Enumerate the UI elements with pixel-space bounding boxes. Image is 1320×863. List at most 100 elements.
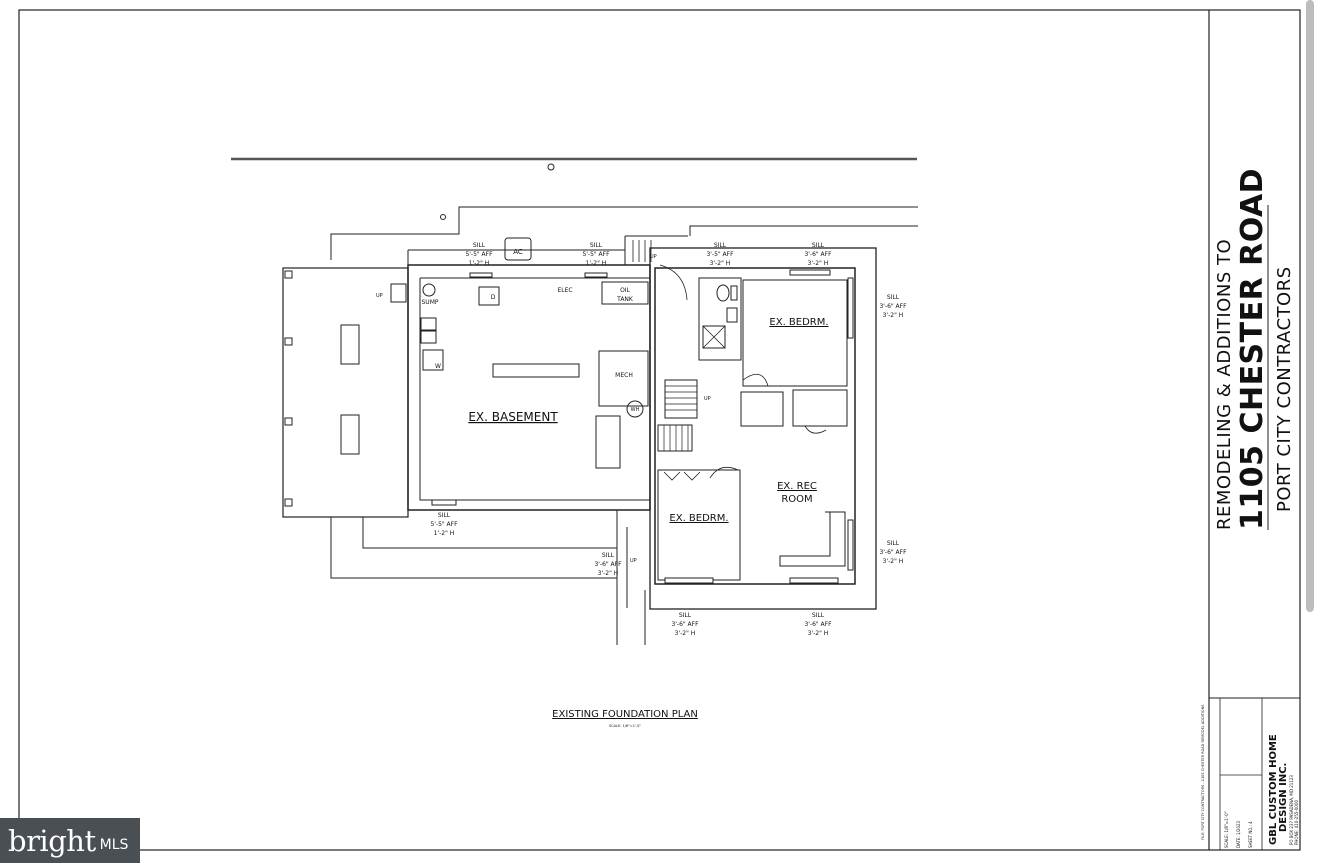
designer-name-1: GBL CUSTOM HOME xyxy=(1268,734,1279,845)
porch-pier xyxy=(340,324,360,365)
utility-box-2 xyxy=(420,330,437,344)
rec-room-label-1: EX. REC xyxy=(777,481,817,492)
sump-label: SUMP xyxy=(422,299,439,306)
oil-label-2: TANK xyxy=(616,296,634,303)
svg-text:3'-6" AFF: 3'-6" AFF xyxy=(804,621,832,628)
svg-text:3'-2" H: 3'-2" H xyxy=(808,630,829,637)
lower-bedroom xyxy=(657,469,741,581)
sump-pit xyxy=(422,283,436,297)
upper-bedroom xyxy=(742,279,848,387)
bedroom-window xyxy=(789,269,831,276)
bath-door-swing xyxy=(659,264,688,301)
svg-text:3'-5" AFF: 3'-5" AFF xyxy=(706,251,734,258)
svg-text:SILL: SILL xyxy=(812,242,825,249)
vertical-scrollbar[interactable] xyxy=(1306,0,1314,612)
svg-text:3'-2" H: 3'-2" H xyxy=(883,312,904,319)
designer-address: PO BOX 237 PASADENA, MD 21123 xyxy=(1289,775,1294,845)
svg-text:5'-5" AFF: 5'-5" AFF xyxy=(465,251,493,258)
sill-note-5: SILL 3'-6" AFF 3'-2" H xyxy=(879,294,907,319)
svg-text:3'-6" AFF: 3'-6" AFF xyxy=(879,549,907,556)
toilet xyxy=(716,284,730,302)
sheet-border xyxy=(18,9,1301,851)
svg-text:3'-2" H: 3'-2" H xyxy=(883,558,904,565)
svg-text:3'-6" AFF: 3'-6" AFF xyxy=(594,561,622,568)
shower-x xyxy=(702,325,726,349)
porch-post xyxy=(284,417,293,426)
porch-post xyxy=(284,337,293,346)
lower-pad-2 xyxy=(362,517,617,549)
entry-stair-treads xyxy=(632,240,652,262)
rec-window xyxy=(789,577,839,584)
sill-note-10: SILL 3'-6" AFF 3'-2" H xyxy=(804,612,832,637)
svg-text:SILL: SILL xyxy=(438,512,451,519)
left-entry-stair xyxy=(390,283,407,303)
svg-text:SILL: SILL xyxy=(590,242,603,249)
oil-label-1: OIL xyxy=(620,287,630,294)
sheet-date: DATE: 1/2023 xyxy=(1236,820,1241,848)
sill-note-1: SILL 5'-5" AFF 1'-2" H xyxy=(465,242,493,267)
ac-label: AC xyxy=(513,248,523,256)
left-up-label: UP xyxy=(376,293,383,299)
porch-post xyxy=(284,498,293,507)
rec-room-label-2: ROOM xyxy=(781,494,812,505)
project-title-line3: PORT CITY CONTRACTORS xyxy=(1274,266,1295,512)
sill-note-7: SILL 3'-6" AFF 3'-2" H xyxy=(594,552,622,577)
basement-window xyxy=(584,272,608,278)
sill-note-2: SILL 5'-5" AFF 1'-2" H xyxy=(582,242,610,267)
svg-text:1'-2" H: 1'-2" H xyxy=(586,260,607,267)
mech-label: MECH xyxy=(615,372,633,379)
porch-post xyxy=(284,270,293,279)
svg-text:1'-2" H: 1'-2" H xyxy=(469,260,490,267)
mech-room xyxy=(598,350,649,407)
watermark-brand: bright xyxy=(8,823,96,858)
interior-stair-treads xyxy=(665,385,697,411)
designer-phone: PHONE: 410-255-0000 xyxy=(1294,800,1299,845)
basement-bench xyxy=(492,363,580,378)
closet-door-swing xyxy=(804,425,827,434)
addition-outer-wall xyxy=(649,247,877,610)
svg-text:SILL: SILL xyxy=(602,552,615,559)
designer-name-2: DESIGN INC. xyxy=(1278,763,1289,832)
svg-text:3'-2" H: 3'-2" H xyxy=(808,260,829,267)
drawing-scale: SCALE: 1/8"=1'-0" xyxy=(609,724,641,728)
sill-note-6: SILL 5'-5" AFF 1'-2" H xyxy=(430,512,458,537)
washer xyxy=(422,349,444,371)
bedroom-door-swing xyxy=(742,373,769,387)
basement-room-label: EX. BASEMENT xyxy=(468,410,558,424)
lower-bedroom-window xyxy=(664,577,714,584)
upper-bedroom-label: EX. BEDRM. xyxy=(769,317,828,328)
survey-marker xyxy=(547,163,555,171)
dryer xyxy=(478,286,500,306)
basement-window xyxy=(431,499,457,506)
basement-unit xyxy=(595,415,621,469)
sill-note-8: SILL 3'-6" AFF 3'-2" H xyxy=(879,540,907,565)
sheet-number: SHEET NO.: 4 xyxy=(1248,821,1253,848)
svg-text:SILL: SILL xyxy=(714,242,727,249)
elec-label: ELEC xyxy=(557,287,572,294)
svg-text:5'-5" AFF: 5'-5" AFF xyxy=(582,251,610,258)
drawing-title: EXISTING FOUNDATION PLAN xyxy=(552,709,698,720)
driveway-edge-2 xyxy=(689,225,918,236)
svg-text:SILL: SILL xyxy=(679,612,692,619)
svg-text:SILL: SILL xyxy=(473,242,486,249)
dryer-label: D xyxy=(491,294,496,301)
water-heater xyxy=(626,400,644,418)
sheet-scale: SCALE: 1/8"=1'-0" xyxy=(1224,811,1229,848)
svg-text:3'-2" H: 3'-2" H xyxy=(675,630,696,637)
svg-text:1'-2" H: 1'-2" H xyxy=(434,530,455,537)
sill-note-3: SILL 3'-5" AFF 3'-2" H xyxy=(706,242,734,267)
driveway-edge xyxy=(330,206,918,260)
interior-stair-treads-2 xyxy=(663,425,689,451)
sink xyxy=(726,307,738,323)
file-note: FILE: PORT CITY CONTRACTORS - 1105 CHEST… xyxy=(1201,704,1205,840)
addition-inner-wall xyxy=(654,267,856,585)
sill-note-4: SILL 3'-6" AFF 3'-2" H xyxy=(804,242,832,267)
closet xyxy=(740,391,784,427)
wh-label: WH xyxy=(631,407,640,413)
ac-unit xyxy=(504,237,532,261)
watermark-mls: MLS xyxy=(99,836,129,853)
bathroom xyxy=(698,277,742,361)
rec-window-side xyxy=(847,519,854,571)
washer-label: W xyxy=(435,363,441,370)
